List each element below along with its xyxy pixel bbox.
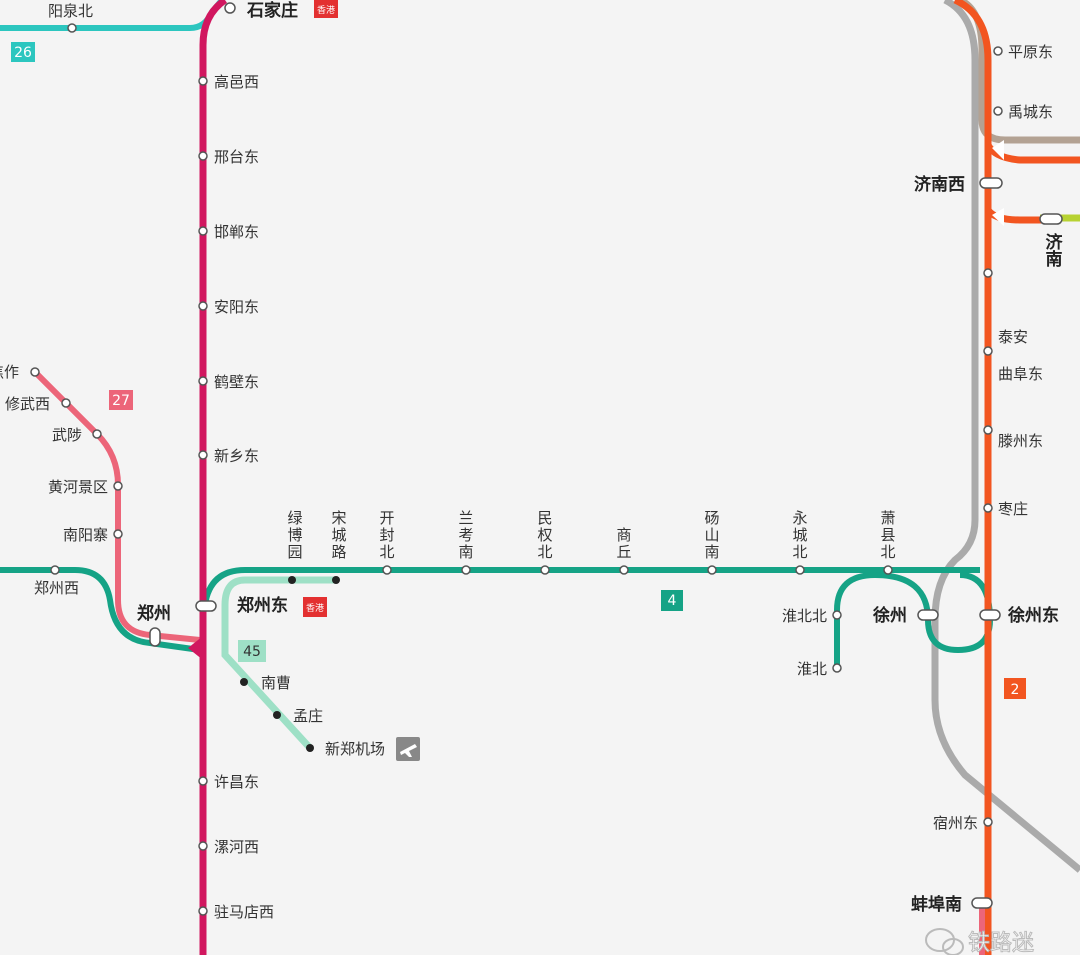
station-label: 修武西 [5,395,50,413]
badge-45-text: 45 [243,644,261,660]
badge-27 [109,390,133,410]
station-label: 南阳寨 [63,526,108,544]
svg-text:香港: 香港 [306,602,324,614]
station-label: 鹤壁东 [214,373,259,391]
station-label-vertical: 民权北 [537,509,552,561]
wechat-icon [925,928,964,955]
badge-27-text: 27 [112,393,130,409]
line-4 [0,567,201,653]
svg-text:香港: 香港 [317,4,335,16]
station-label: 济南西 [914,174,965,195]
line-26 [0,0,225,31]
xuzhou-loop [834,571,994,668]
station-label-vertical: 绿博园 [287,509,302,561]
station-label: 曲阜东 [998,365,1043,383]
line-45 [221,576,335,751]
station-label: 徐州 [872,605,907,626]
station-label: 孟庄 [293,707,323,725]
airplane-icon [396,737,420,761]
station-label: 武陟 [52,426,82,444]
station-label: 南曹 [261,674,291,692]
station-label: 禹城东 [1008,103,1053,121]
station-label: 徐州东 [1007,605,1059,626]
junction-triangle [992,208,1004,226]
station-label-vertical: 萧县北 [880,509,895,561]
station-label-vertical: 砀山南 [704,509,719,561]
jingguang-line [199,0,228,955]
line-27 [32,369,201,643]
station-label: 焦作 [0,363,19,381]
badge-4 [661,590,683,611]
station-label: 泰安 [998,328,1028,346]
station-label-vertical: 宋城路 [331,509,346,561]
jinghu-line [953,0,992,955]
badge-2-text: 2 [1011,682,1020,698]
hk-badge [303,597,327,617]
station-label: 枣庄 [998,500,1028,518]
station-label: 黄河景区 [48,478,108,496]
station-label-vertical: 兰考南 [458,509,473,561]
station-label: 邯郸东 [214,223,259,241]
junction-triangle [992,140,1004,160]
station-label: 漯河西 [214,838,259,856]
grey-line [931,0,1080,873]
station-label: 蚌埠南 [911,894,962,915]
junction-triangle [188,636,203,660]
station-label: 郑州 [137,603,171,624]
station-label: 郑州东 [237,595,288,616]
badge-2 [1004,678,1026,699]
station-label: 淮北 [797,660,827,678]
station-label: 平原东 [1008,43,1053,61]
station-label: 石家庄 [246,0,298,21]
badge-45 [238,640,266,662]
station-label-vertical: 商丘 [616,526,631,561]
badge-26 [11,42,35,62]
station-label: 高邑西 [214,73,259,91]
station-label: 滕州东 [998,432,1043,450]
badge-4-text: 4 [668,593,677,609]
station-label-vertical: 开封北 [379,509,394,561]
station-label: 许昌东 [214,773,259,791]
station-label: 新乡东 [214,447,259,465]
station-label-vertical: 济南 [1046,232,1064,270]
station-label: 宿州东 [933,814,978,832]
station-label: 阳泉北 [48,2,93,20]
watermark: 铁路迷 [968,931,1034,955]
hk-badge [314,0,338,18]
badge-26-text: 26 [14,45,32,61]
station-label: 安阳东 [214,298,259,316]
station-label-vertical: 永城北 [792,509,807,561]
station-label: 郑州西 [34,579,79,597]
station-label: 驻马店西 [214,903,274,921]
station-label: 邢台东 [214,148,259,166]
station-label: 新郑机场 [325,740,385,758]
station-label: 淮北北 [782,607,827,625]
